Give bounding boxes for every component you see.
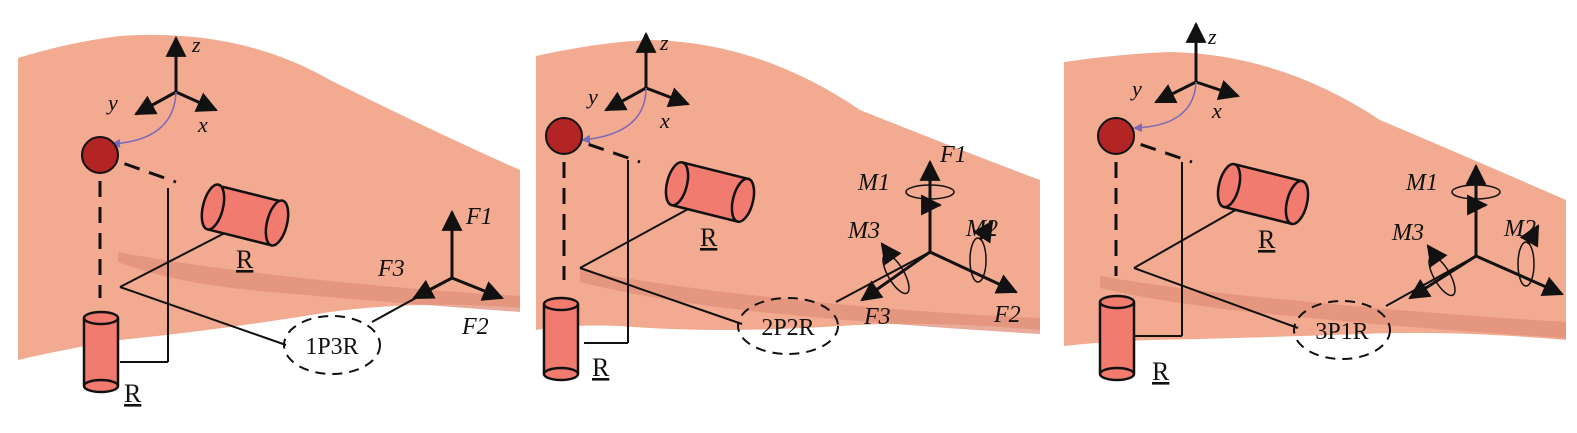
moment-label-m2: M2 [1503,216,1536,242]
force-label-f2: F2 [461,314,489,340]
z-axis-label: z [659,30,669,55]
x-axis-label: x [1211,98,1222,123]
skin-surface [1064,52,1566,346]
joint-label-lower: R [1152,357,1170,386]
moment-label-m3: M3 [1391,220,1424,246]
moment-label-m3: M3 [847,218,880,244]
x-axis-label: x [197,112,208,137]
moment-label-m1: M1 [1405,170,1438,196]
panel-2P2R: z x y R R 2P2R [536,30,1040,382]
skin-fold [1100,276,1566,338]
y-axis-label: y [106,90,118,115]
force-label-f1: F1 [465,204,493,230]
coordinate-frame: z x y [106,32,218,148]
revolute-joint-vertical [1098,294,1136,382]
y-axis-label: y [1130,76,1142,101]
y-axis-label: y [586,84,598,109]
moment-frame: M1 M2 M3 [1391,163,1564,300]
joint-label-upper: R [236,245,254,274]
force-label-f3: F3 [377,256,405,282]
z-axis-label: z [191,32,201,57]
coordinate-frame: z x y [1130,21,1240,133]
mechanism-ellipse [737,297,839,355]
mechanism-ellipse [283,315,381,375]
z-axis-label: z [1207,24,1217,49]
revolute-joint-horizontal [1216,162,1310,226]
revolute-joint-vertical [542,296,580,382]
skin-fold [580,270,1040,334]
mechanism-label: 2P2R [761,315,814,341]
panel-1P3R: z x y R R 1P3R [18,32,520,408]
x-axis-label: x [659,108,670,133]
panel-3P1R: z x y R R 3P1R [1064,21,1566,386]
mechanism-ellipse [1293,300,1391,360]
force-frame: F1 F2 F3 [377,204,504,340]
spherical-joint-ball [545,117,583,155]
joint-label-lower: R [124,379,142,408]
joint-label-lower: R [592,353,610,382]
moment-label-m2: M2 [965,216,998,242]
skin-surface [536,40,1040,330]
joint-label-upper: R [1258,225,1276,254]
force-label-f1: F1 [939,142,967,168]
spherical-joint-ball [1097,117,1135,155]
mechanism-label: 1P3R [305,334,358,360]
joint-label-upper: R [700,223,718,252]
revolute-joint-horizontal [664,161,756,224]
coordinate-frame: z x y [581,30,690,144]
revolute-joint-vertical [82,310,120,394]
force-label-f3: F3 [863,304,891,330]
revolute-joint-horizontal [200,183,290,247]
force-moment-frame: F1 F2 F3 M1 M2 M3 [847,142,1021,330]
moment-label-m1: M1 [857,170,890,196]
force-label-f2: F2 [993,302,1021,328]
spherical-joint-ball [81,136,119,174]
mechanism-label: 3P1R [1315,319,1368,345]
